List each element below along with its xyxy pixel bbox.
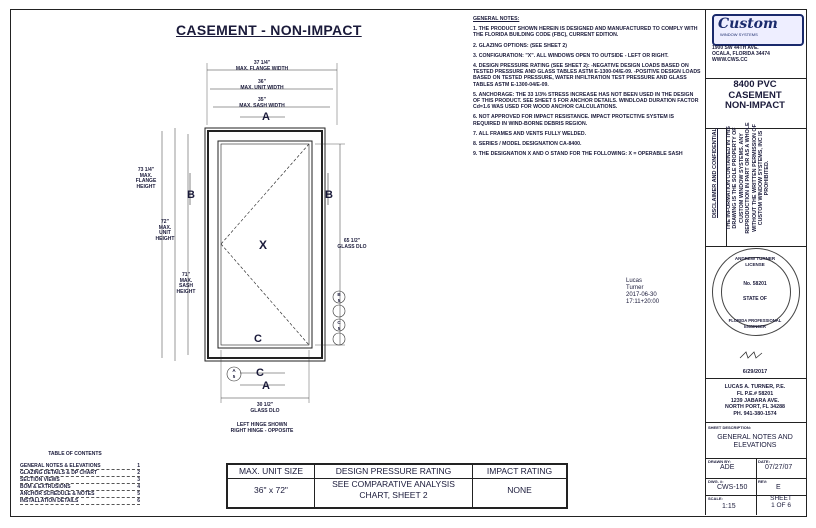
stamp-date: 6/29/2017 xyxy=(742,369,768,375)
callout-a-sheet: A 5 xyxy=(232,368,236,379)
section-label-b-left: B xyxy=(187,189,195,201)
confidential-title-box: DISCLAIMER AND CONFIDENTIAL xyxy=(706,122,724,234)
seal-state: STATE OF xyxy=(743,296,767,302)
engineer-seal-inner xyxy=(721,257,791,327)
date: 07/27/07 xyxy=(765,464,793,471)
dim-glass-dlo-width: 30 1/2" GLASS DLO xyxy=(250,402,280,414)
dim-glass-dlo-height: 65 1/2" GLASS DLO xyxy=(337,238,367,250)
table-of-contents: TABLE OF CONTENTS GENERAL NOTES & ELEVAT… xyxy=(20,451,140,505)
section-label-c-bottom: C xyxy=(256,367,264,379)
confidential-text: THE INFORMATION CONTAINED IN THIS DRAWIN… xyxy=(726,122,771,234)
dim-unit-width: 36"MAX. UNIT WIDTH xyxy=(240,79,284,91)
rating-table: MAX. UNIT SIZE 36" x 72" DESIGN PRESSURE… xyxy=(226,463,568,509)
digital-signature: Lucas Turner 2017-06-30 17:11+20:00 xyxy=(626,278,660,305)
rating-col-pressure: DESIGN PRESSURE RATING SEE COMPARATIVE A… xyxy=(315,465,473,507)
date-label: DATE: xyxy=(758,459,770,464)
note-item: 4. DESIGN PRESSURE RATING (SEE SHEET 2):… xyxy=(473,63,701,88)
dim-sash-height: 71" MAX. SASH HEIGHT xyxy=(176,272,196,295)
engineer-seal xyxy=(712,248,800,336)
sheet-desc-label: SHEET DESCRIPTION: xyxy=(708,425,752,430)
seal-ring-bottom: FLORIDA PROFESSIONAL ENGINEER xyxy=(728,318,782,329)
note-item: 8. SERIES / MODEL DESIGNATION CA-8400. xyxy=(473,141,582,148)
signature-mark xyxy=(739,351,763,359)
note-item: 3. CONFIGURATION: "X". ALL WINDOWS OPEN … xyxy=(473,52,669,59)
dwg-number: CWS-150 xyxy=(717,484,748,491)
note-item: 6. NOT APPROVED FOR IMPACT RESISTANCE. I… xyxy=(473,114,674,127)
note-item: 2. GLAZING OPTIONS: (SEE SHEET 2) xyxy=(473,42,567,49)
engineer-info: LUCAS A. TURNER, P.E. FL P.E.# 58201 123… xyxy=(724,384,786,418)
revision: E xyxy=(776,484,781,491)
sheet-number: SHEET 1 OF 6 xyxy=(770,495,792,509)
note-item: 9. THE DESIGNATION X AND O STAND FOR THE… xyxy=(473,151,683,158)
dim-unit-height: 72" MAX. UNIT HEIGHT xyxy=(155,219,175,242)
drawn-by-label: DRAWN BY: xyxy=(708,459,731,464)
note-item: 7. ALL FRAMES AND VENTS FULLY WELDED. xyxy=(473,130,587,137)
toc-title: TABLE OF CONTENTS xyxy=(48,451,102,457)
section-label-b-right: B xyxy=(325,189,333,201)
sheet-description: GENERAL NOTES AND ELEVATIONS xyxy=(717,434,793,449)
callout-b-sheet: B 5 xyxy=(337,292,341,303)
scale: 1:15 xyxy=(722,503,736,510)
general-notes: GENERAL NOTES: 1. THE PRODUCT SHOWN HERE… xyxy=(473,16,701,161)
rev-label: REV: xyxy=(758,479,768,484)
elevation-drawing xyxy=(161,63,346,403)
drawn-by: ADE xyxy=(720,464,735,471)
drawing-sheet-border xyxy=(10,9,807,517)
company-address: 1900 SW 44TH AVE. OCALA, FLORIDA 34474 W… xyxy=(712,45,770,63)
confidential-title: DISCLAIMER AND CONFIDENTIAL xyxy=(712,128,718,218)
dim-sash-width: 35"MAX. SASH WIDTH xyxy=(239,97,285,109)
dim-flange-width: 37 1/4"MAX. FLANGE WIDTH xyxy=(235,60,289,72)
seal-number: No. 58201 xyxy=(743,281,767,287)
product-title: 8400 PVC CASEMENT NON-IMPACT xyxy=(725,79,785,111)
note-item: 1. THE PRODUCT SHOWN HEREIN IS DESIGNED … xyxy=(473,26,698,39)
callout-c-sheet: C 5 xyxy=(337,320,341,331)
section-label-a-bottom: A xyxy=(262,380,270,392)
dim-flange-height: 73 1/4" MAX. FLANGE HEIGHT xyxy=(135,167,157,190)
section-label-a-top: A xyxy=(262,111,270,123)
rating-col-impact: IMPACT RATING NONE xyxy=(486,466,553,495)
seal-ring-top: ANDREW TURNER LICENSE xyxy=(734,256,776,267)
dwg-label: DWG. #: xyxy=(708,479,724,484)
general-notes-title: GENERAL NOTES: xyxy=(473,16,520,22)
hinge-note: LEFT HINGE SHOWN RIGHT HINGE - OPPOSITE xyxy=(230,422,294,434)
note-item: 5. ANCHORAGE: THE 33 1/3% STRESS INCREAS… xyxy=(473,91,699,111)
rating-col-size: MAX. UNIT SIZE 36" x 72" xyxy=(228,465,315,507)
section-label-c-top: C xyxy=(254,333,262,345)
page-title: CASEMENT - NON-IMPACT xyxy=(176,22,362,38)
title-block xyxy=(705,10,806,515)
scale-label: SCALE: xyxy=(708,496,723,501)
config-label-x: X xyxy=(259,238,268,252)
company-logo: Custom WINDOW SYSTEMS xyxy=(712,14,804,46)
confidential-text-box: THE INFORMATION CONTAINED IN THIS DRAWIN… xyxy=(726,122,804,234)
